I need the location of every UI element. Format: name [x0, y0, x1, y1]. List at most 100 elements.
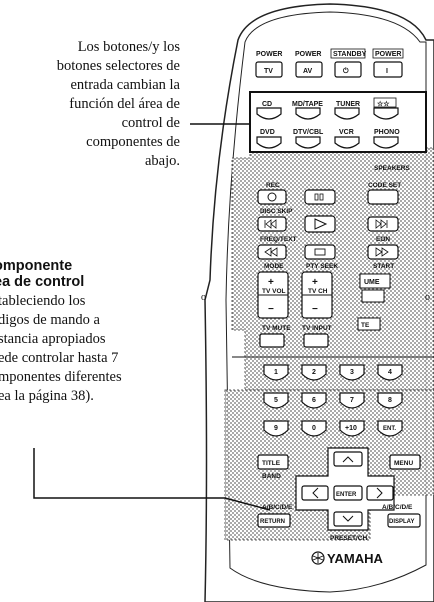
tv-input-button[interactable]	[303, 333, 329, 348]
title-button[interactable]	[257, 454, 289, 470]
tv-mute-button[interactable]	[259, 333, 285, 348]
num-label: 1	[274, 369, 278, 376]
text-line: entrada cambian la	[70, 77, 181, 93]
mute-label-box	[357, 317, 381, 331]
code-set-button[interactable]	[367, 189, 399, 205]
input-dtvcbl-button[interactable]	[295, 136, 321, 149]
text-line: digos de mando a	[0, 312, 100, 328]
return-button[interactable]	[257, 513, 291, 528]
standby-label: STANDBY	[333, 51, 367, 58]
component-area-shading	[231, 147, 434, 391]
plus10-button[interactable]: +10	[339, 420, 365, 437]
input-phono-label: PHONO	[374, 129, 400, 136]
input-phono-button[interactable]	[373, 136, 399, 149]
cursor-down-button[interactable]	[333, 511, 363, 527]
cursor-up-button[interactable]	[333, 451, 363, 467]
num-button[interactable]: 8	[377, 392, 403, 409]
num-label: 8	[388, 397, 392, 404]
chevron-left-icon	[312, 487, 319, 499]
tv-vol-plus-icon: +	[268, 277, 274, 288]
pause-button[interactable]	[304, 189, 336, 205]
abcde-right-label: A/B/C/D/E	[382, 504, 413, 511]
enter-button[interactable]: ENTER	[333, 485, 363, 501]
display-button[interactable]	[387, 513, 421, 528]
fast-forward-icon	[375, 247, 389, 257]
input-vcr-button[interactable]	[334, 136, 360, 149]
play-icon	[314, 218, 328, 230]
num-label: 6	[312, 397, 316, 404]
input-tuner-label: TUNER	[336, 101, 360, 108]
num-button[interactable]: 0	[301, 420, 327, 437]
skip-back-button[interactable]	[257, 216, 287, 232]
input-multich-button[interactable]	[373, 107, 399, 120]
num-button[interactable]: 2	[301, 364, 327, 381]
freq-text-label: FREQ/TEXT	[260, 236, 297, 243]
input-dvd-button[interactable]	[256, 136, 282, 149]
display-label: DISPLAY	[389, 519, 414, 525]
side-marker-right: o	[425, 292, 430, 303]
stop-icon	[314, 248, 326, 256]
chevron-up-icon	[342, 456, 354, 463]
plus10-label: +10	[345, 425, 357, 432]
transport-controls: REC CODE SET DISC SKIP FREQ/TEXT EON	[257, 182, 401, 270]
tv-vol-rocker[interactable]: + −	[257, 271, 289, 319]
cursor-left-button[interactable]	[301, 485, 329, 501]
num-button[interactable]: 9	[263, 420, 289, 437]
menu-button[interactable]	[389, 454, 421, 470]
brand-logo: YAMAHA	[311, 551, 383, 566]
play-button[interactable]	[304, 215, 336, 233]
tv-ch-label: TV CH	[308, 288, 328, 295]
code-set-label: CODE SET	[368, 182, 401, 189]
disc-skip-label: DISC SKIP	[260, 208, 293, 215]
skip-forward-button[interactable]	[367, 216, 399, 232]
input-mdtape-label: MD/TAPE	[292, 101, 323, 108]
tv-ch-rocker[interactable]: + −	[301, 271, 333, 319]
text-line: abajo.	[144, 153, 180, 169]
num-button[interactable]: 1	[263, 364, 289, 381]
input-multich-label: ☆☆	[377, 100, 390, 108]
heading-line: omponente	[0, 258, 73, 274]
input-cd-button[interactable]	[256, 107, 282, 120]
num-button[interactable]: 5	[263, 392, 289, 409]
cursor-right-button[interactable]	[366, 485, 394, 501]
num-label: 0	[312, 425, 316, 432]
volume-up-button[interactable]	[361, 289, 385, 303]
preset-ch-label: PRESET/CH	[330, 535, 368, 542]
num-button[interactable]: 3	[339, 364, 365, 381]
num-label: 9	[274, 425, 278, 432]
power-receiver-button[interactable]: I	[373, 61, 403, 78]
skip-forward-icon	[375, 219, 388, 229]
fast-forward-button[interactable]	[367, 244, 399, 260]
power-buttons: TV AV ⏻ I	[255, 61, 403, 78]
pause-icon	[314, 193, 319, 201]
power-tv-button[interactable]: TV	[255, 61, 283, 78]
text-line: función del área de	[69, 96, 180, 112]
text-line: componentes de	[86, 134, 180, 150]
volume-label-box	[359, 273, 391, 289]
start-label: START	[373, 263, 394, 270]
input-tuner-button[interactable]	[334, 107, 360, 120]
pty-seek-label: PTY SEEK	[306, 263, 338, 270]
rewind-button[interactable]	[257, 244, 287, 260]
input-dvd-label-visible: DVD	[260, 129, 275, 136]
input-dtvcbl-label: DTV/CBL	[293, 129, 324, 136]
num-label: 4	[388, 369, 392, 376]
ent-button[interactable]: ENT.	[377, 420, 403, 437]
input-mdtape-button[interactable]	[295, 107, 321, 120]
ent-label: ENT.	[383, 426, 396, 432]
power-tv-label: POWER	[256, 51, 282, 58]
rec-button[interactable]	[257, 189, 287, 205]
num-button[interactable]: 4	[377, 364, 403, 381]
input-cd-label: CD	[262, 101, 272, 108]
stop-button[interactable]	[304, 244, 336, 260]
num-label: 2	[312, 369, 316, 376]
input-vcr-label: VCR	[339, 129, 354, 136]
speakers-label: SPEAKERS	[374, 165, 410, 172]
standby-label-box	[330, 48, 366, 59]
num-button[interactable]: 6	[301, 392, 327, 409]
power-av-button[interactable]: AV	[295, 61, 323, 78]
band-label: BAND	[262, 473, 281, 480]
standby-button[interactable]: ⏻	[334, 61, 362, 78]
num-button[interactable]: 7	[339, 392, 365, 409]
